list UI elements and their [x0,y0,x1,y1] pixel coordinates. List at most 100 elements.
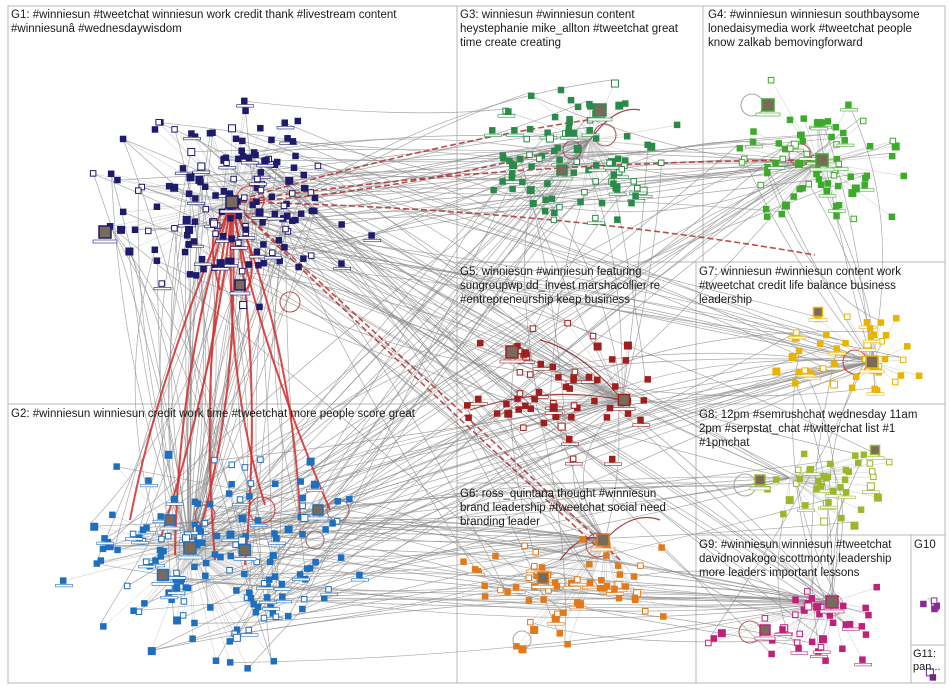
intra-edge [189,547,237,638]
vertex-caption [745,145,763,149]
vertex-node [476,339,484,347]
hub-caption [159,526,181,531]
vertex-node [511,127,518,134]
vertex-node [238,514,247,523]
vertex-caption [55,584,73,588]
inter-group-edge [518,331,872,411]
vertex-node [504,409,513,418]
intra-edge [189,547,277,618]
inter-group-edge [744,158,873,363]
inter-group-edge [624,142,893,178]
hub-caption [612,407,636,411]
vertex-node [202,205,210,213]
vertex-node [226,638,234,645]
vertex-node [548,195,556,203]
vertex-node [565,125,573,132]
inter-group-edge [222,161,819,213]
vertex-node [527,618,534,626]
vertex-caption [503,180,522,184]
vertex-node [253,248,261,255]
inter-group-edge [206,134,547,564]
vertex-node [101,535,108,542]
vertex-node [519,178,526,186]
inter-group-edge [210,504,606,544]
hub-caption [755,112,781,117]
inter-group-edge [283,218,506,590]
intra-edge [231,127,233,203]
vertex-caption [532,367,551,371]
vertex-caption [862,339,881,344]
vertex-node [481,593,489,600]
vertex-node [868,468,876,475]
vertex-node [873,583,880,591]
inter-group-edge [248,157,606,541]
inter-group-edge [282,539,606,598]
vertex-node [598,577,605,584]
vertex-node [299,531,306,538]
vertex-caption [560,136,578,140]
vertex-caption [790,651,809,655]
vertex-caption [810,654,828,659]
vertex-caption [467,572,485,576]
vertex-node [557,422,566,431]
vertex-node [284,612,292,620]
vertex-node [601,585,608,592]
vertex-node [569,455,577,463]
group-frame-g7 [695,261,946,405]
vertex-node [226,530,235,539]
vertex-node [832,202,840,210]
vertex-node [822,657,829,664]
intra-edge [789,477,871,487]
intra-edge [569,122,591,141]
vertex-node [521,349,530,358]
vertex-node [855,459,862,467]
vertex-caption [798,157,817,161]
hub-avatar [617,393,631,407]
inter-group-edge [288,361,873,530]
inter-group-edge [168,204,557,537]
vertex-node [292,152,299,160]
inter-group-edge [109,545,616,564]
vertex-caption [788,336,806,340]
heavy-edge [208,201,233,561]
vertex-node [537,360,544,368]
hub-avatar [234,279,246,291]
vertex-caption [218,166,237,170]
vertex-node [526,125,534,133]
hub-caption [808,318,828,322]
vertex-node [246,589,253,596]
vertex-node [216,259,225,268]
group-frame-g4 [702,5,946,263]
vertex-node [241,97,248,105]
vertex-caption [767,166,786,170]
heavy-edge [231,117,603,203]
vertex-node [785,496,794,505]
vertex-caption [828,351,847,356]
inter-group-edge [244,145,788,468]
vertex-node [525,574,533,582]
vertex-node [560,609,567,616]
vertex-node [325,586,332,593]
vertex-node [772,367,781,376]
vertex-node [186,173,195,182]
inter-group-edge [189,160,266,549]
vertex-caption [193,262,212,266]
vertex-node [830,172,838,179]
intra-edge [109,545,191,549]
vertex-node [813,170,820,178]
vertex-node [289,138,297,145]
vertex-node [253,558,260,566]
vertex-node [526,186,535,195]
vertex-caption [320,592,339,596]
vertex-caption [836,143,855,147]
vertex-node [311,194,319,202]
vertex-node [660,613,667,620]
vertex-node [564,319,571,327]
vertex-node [532,548,539,556]
vertex-node [268,193,276,200]
vertex-node [637,562,644,569]
inter-group-edge [270,333,793,563]
vertex-node [816,610,823,618]
intra-edge [713,601,833,639]
vertex-node [762,205,770,213]
